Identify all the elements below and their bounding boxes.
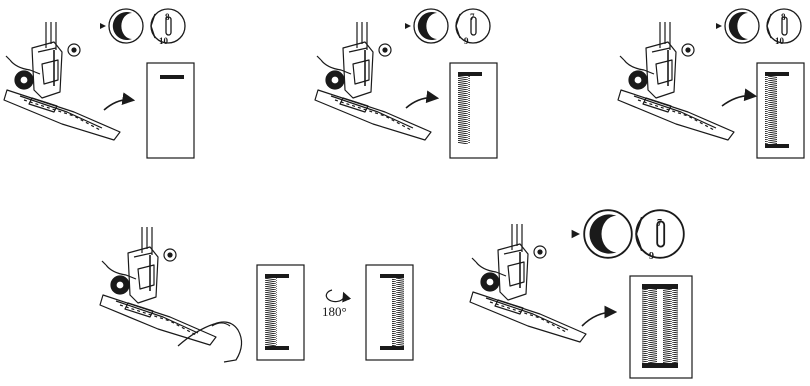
width-dial-icon bbox=[570, 209, 633, 259]
bartack-stitch bbox=[265, 346, 289, 350]
stitch-result-box bbox=[146, 62, 195, 159]
bartack-stitch bbox=[642, 363, 678, 368]
dial-number-bottom: 10 bbox=[159, 36, 169, 46]
bartack-stitch bbox=[380, 274, 404, 278]
stitch-result-box bbox=[449, 62, 498, 159]
bartack-stitch bbox=[160, 75, 184, 79]
stitch-result-box bbox=[629, 275, 693, 379]
bartack-stitch bbox=[642, 284, 678, 289]
dial-number-top: 7 bbox=[470, 12, 475, 22]
bartack-stitch bbox=[765, 144, 789, 148]
stitch-selector-dials: 8 10 bbox=[715, 8, 802, 46]
left-column-stitch bbox=[458, 76, 470, 144]
right-column-stitch bbox=[392, 278, 404, 346]
dial-number-bottom: 10 bbox=[775, 36, 785, 46]
rotate-icon bbox=[325, 289, 352, 303]
presser-foot-illustration bbox=[469, 223, 587, 343]
presser-foot-illustration bbox=[99, 226, 217, 346]
dial-number-top: 8 bbox=[165, 12, 170, 22]
step-2: 7 9 bbox=[314, 8, 498, 159]
dial-number-top: 8 bbox=[781, 12, 786, 22]
presser-foot-illustration bbox=[617, 21, 735, 141]
dial-number-bottom: 9 bbox=[464, 36, 469, 46]
hand-icon bbox=[177, 321, 243, 363]
dial-number-top: 7 bbox=[657, 218, 662, 229]
width-dial-icon bbox=[715, 8, 760, 44]
stitch-selector-dials: 7 9 bbox=[404, 8, 491, 46]
stitch-selector-dials: 8 10 bbox=[99, 8, 186, 46]
stitch-result-box bbox=[256, 264, 305, 361]
left-column-stitch bbox=[265, 278, 277, 346]
bartack-stitch bbox=[765, 72, 789, 76]
left-column-stitch bbox=[765, 76, 777, 144]
width-dial-icon bbox=[404, 8, 449, 44]
left-column-stitch bbox=[642, 289, 657, 363]
right-column-stitch bbox=[663, 289, 678, 363]
step-5: 7 9 bbox=[469, 209, 693, 379]
presser-foot-illustration bbox=[3, 21, 121, 141]
dial-number-bottom: 9 bbox=[649, 251, 654, 262]
arrow-icon bbox=[405, 90, 440, 109]
arrow-icon bbox=[103, 92, 136, 111]
step-1: 8 10 bbox=[3, 8, 195, 159]
step-3: 8 10 bbox=[617, 8, 805, 159]
bartack-stitch bbox=[265, 274, 289, 278]
arrow-icon bbox=[581, 305, 618, 327]
stitch-selector-dials: 7 9 bbox=[570, 209, 685, 262]
bartack-stitch bbox=[458, 72, 482, 76]
bartack-stitch bbox=[380, 346, 404, 350]
rotate-label: 180° bbox=[322, 304, 347, 319]
arrow-icon bbox=[721, 88, 758, 107]
rotated-stitch-box bbox=[365, 264, 414, 361]
presser-foot-illustration bbox=[314, 21, 432, 141]
stitch-result-box bbox=[756, 62, 805, 159]
step-4: 180° bbox=[99, 226, 414, 363]
width-dial-icon bbox=[99, 8, 144, 44]
